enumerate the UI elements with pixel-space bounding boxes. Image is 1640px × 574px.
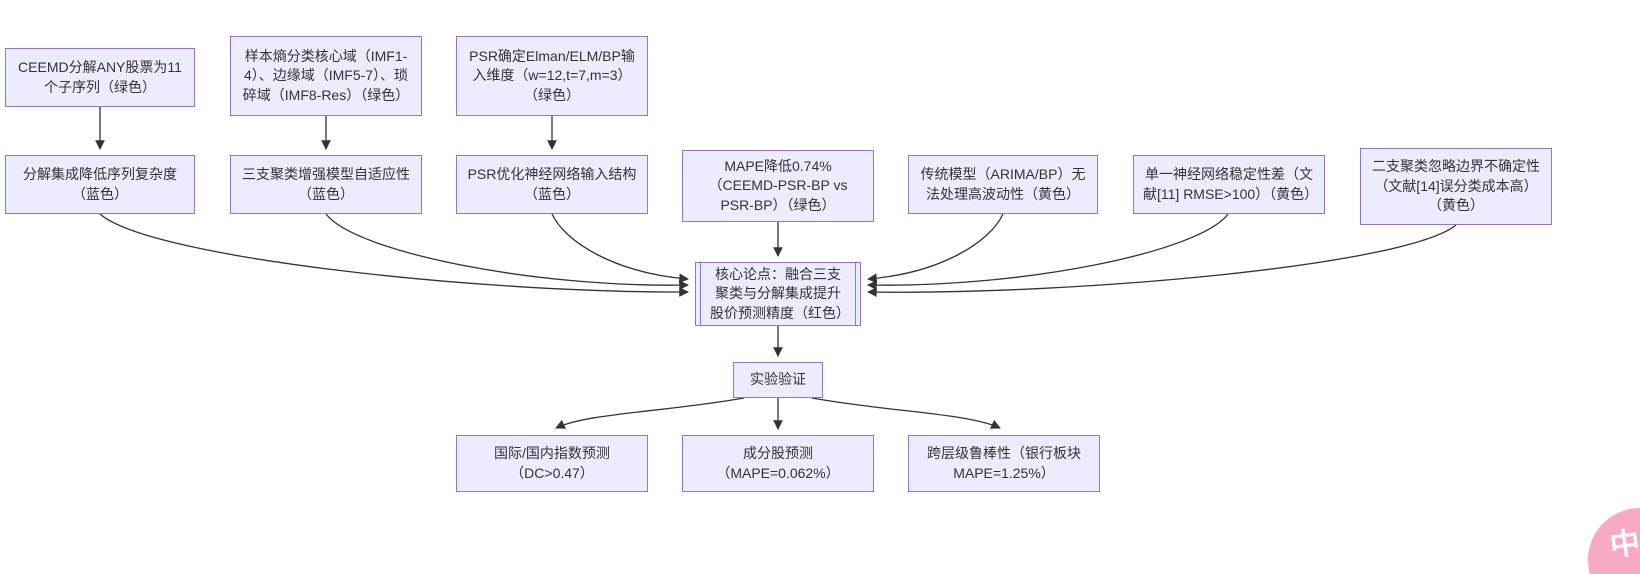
- node-decompose-complexity: 分解集成降低序列复杂度（蓝色）: [5, 155, 195, 214]
- node-two-way-limit: 二支聚类忽略边界不确定性（文献[14]误分类成本高）（黄色）: [1360, 148, 1552, 225]
- edge-structure-to-thesis: [551, 213, 689, 284]
- node-single-nn-unstable: 单一神经网络稳定性差（文献[11] RMSE>100）（黄色）: [1133, 155, 1325, 214]
- node-traditional-limit: 传统模型（ARIMA/BP）无法处理高波动性（黄色）: [908, 155, 1098, 214]
- translate-badge-label: 中A: [1607, 523, 1640, 564]
- node-robustness: 跨层级鲁棒性（银行板块MAPE=1.25%）: [908, 435, 1100, 492]
- edge-adaptive-to-thesis: [325, 213, 689, 291]
- edge-twoway-to-thesis: [867, 224, 1457, 297]
- node-sample-entropy: 样本熵分类核心域（IMF1-4）、边缘域（IMF5-7）、琐碎域（IMF8-Re…: [230, 36, 422, 116]
- node-ceemd-decompose: CEEMD分解ANY股票为11个子序列（绿色）: [5, 48, 195, 107]
- translate-badge[interactable]: 中A: [1588, 508, 1640, 574]
- node-psr-structure: PSR优化神经网络输入结构（蓝色）: [456, 155, 648, 214]
- node-three-way-adaptive: 三支聚类增强模型自适应性（蓝色）: [230, 155, 422, 214]
- edge-traditional-to-thesis: [867, 213, 1004, 284]
- node-index-prediction: 国际/国内指数预测（DC>0.47）: [456, 435, 648, 492]
- edge-singlenn-to-thesis: [867, 213, 1229, 291]
- node-component-prediction: 成分股预测（MAPE=0.062%）: [682, 435, 874, 492]
- node-core-thesis: 核心论点：融合三支聚类与分解集成提升股价预测精度（红色）: [695, 262, 861, 326]
- node-experiment: 实验验证: [733, 362, 823, 398]
- edge-experiment-to-index: [555, 397, 745, 429]
- edge-experiment-to-robustness: [811, 397, 1001, 429]
- node-mape-improve: MAPE降低0.74%（CEEMD-PSR-BP vs PSR-BP）（绿色）: [682, 150, 874, 222]
- edge-complexity-to-thesis: [99, 213, 689, 297]
- node-psr-dimension: PSR确定Elman/ELM/BP输入维度（w=12,t=7,m=3）（绿色）: [456, 36, 648, 116]
